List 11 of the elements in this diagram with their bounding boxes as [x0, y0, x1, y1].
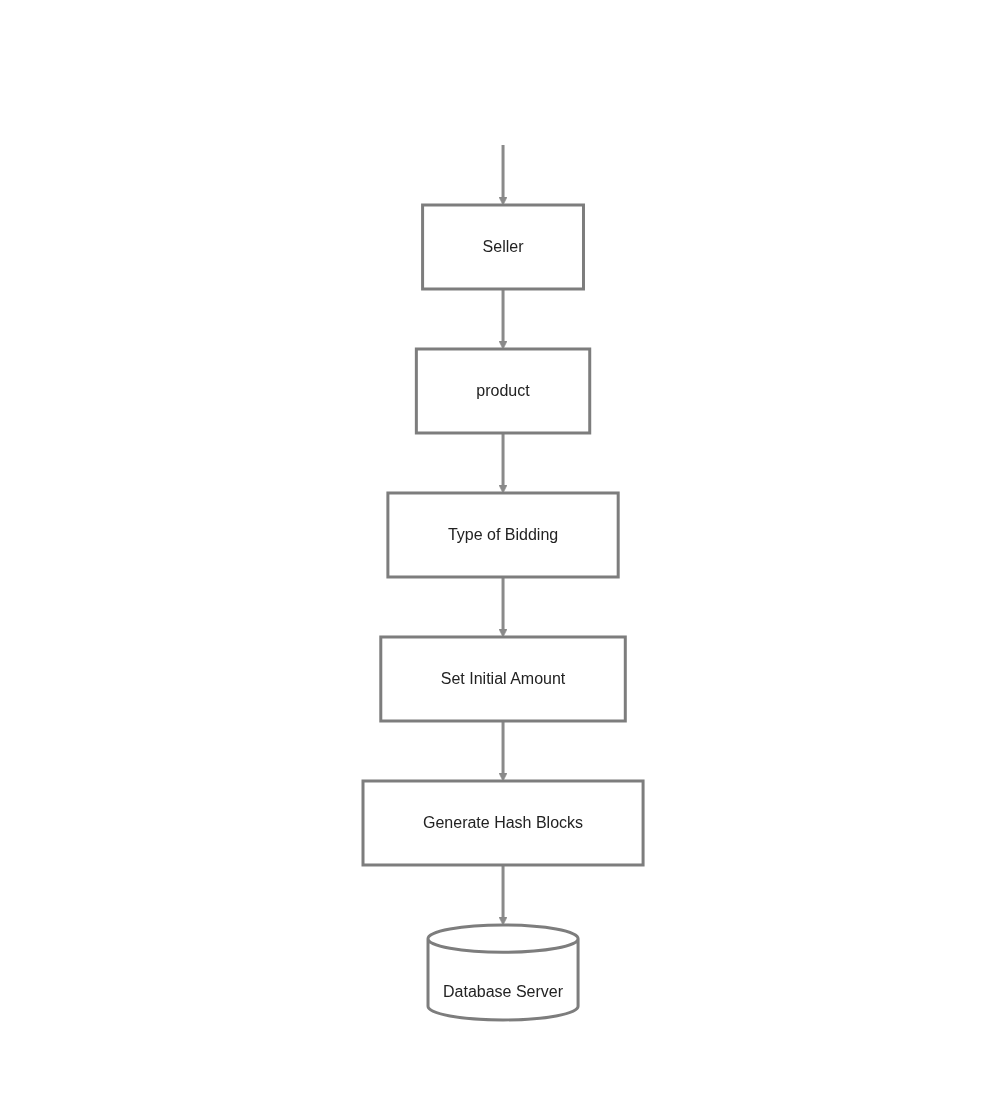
arrow	[499, 144, 508, 205]
node-box: Seller	[421, 203, 586, 291]
arrow	[499, 432, 508, 493]
node-box: Type of Bidding	[386, 491, 621, 579]
arrow	[499, 576, 508, 637]
arrow	[499, 864, 508, 925]
node-box: product	[415, 347, 592, 435]
arrow	[499, 720, 508, 781]
arrow	[499, 288, 508, 349]
node-box: Generate Hash Blocks	[361, 779, 646, 867]
node-box: Set Initial Amount	[379, 635, 628, 723]
